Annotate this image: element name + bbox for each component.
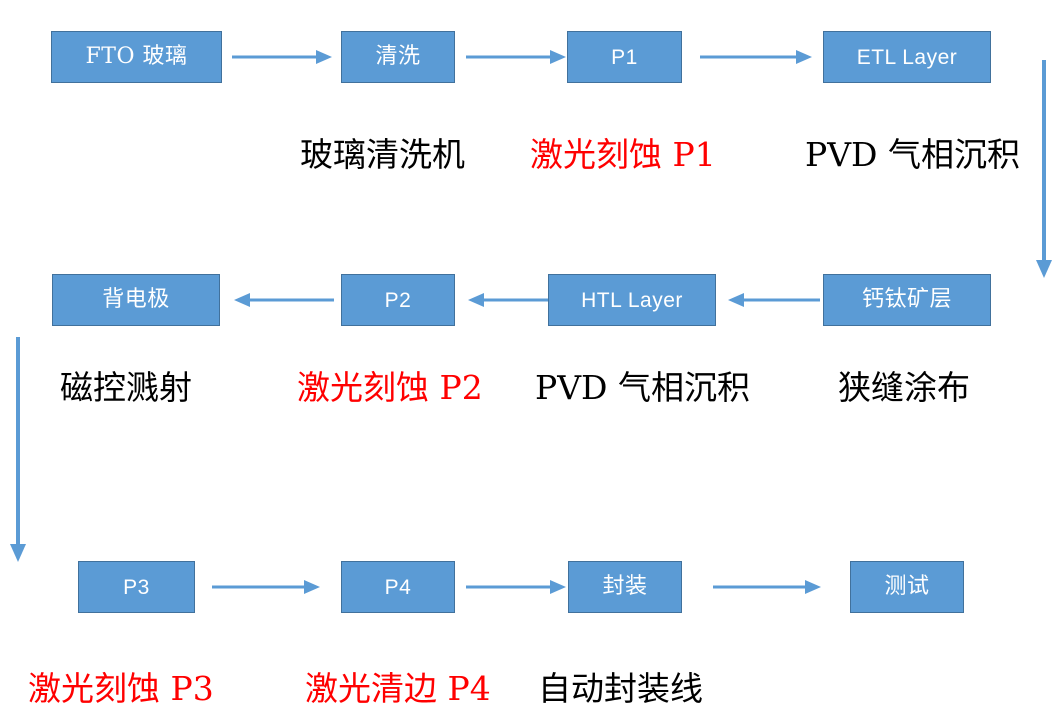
node-label: 测试 [884, 574, 930, 599]
caption-pvd-deposition-1: PVD 气相沉积 [805, 138, 1020, 171]
arrow-right-icon [232, 50, 332, 64]
node-label: 清洗 [375, 44, 421, 69]
process-node-perovskite-layer[interactable]: 钙钛矿层 [823, 274, 991, 326]
process-node-back-electrode[interactable]: 背电极 [52, 274, 220, 326]
arrow-right-icon [212, 580, 320, 594]
node-label: 钙钛矿层 [861, 287, 952, 312]
process-node-p4[interactable]: P4 [341, 561, 455, 613]
arrow-htl-to-p2 [462, 291, 548, 309]
process-node-p2[interactable]: P2 [341, 274, 455, 326]
node-label: P2 [384, 288, 412, 312]
arrow-p1-to-etl [700, 48, 812, 66]
connector-row2-to-row3 [8, 337, 28, 562]
caption-automatic-packaging-line: 自动封装线 [538, 672, 703, 705]
arrow-p3-to-p4 [212, 578, 320, 596]
node-label: P4 [384, 575, 412, 599]
arrow-clean-to-p1 [466, 48, 566, 66]
arrow-right-icon [466, 50, 566, 64]
caption-text: PVD 气相沉积 [805, 135, 1020, 174]
caption-text: 激光清边 P4 [305, 669, 491, 708]
process-node-clean[interactable]: 清洗 [341, 31, 455, 83]
arrow-fto-to-clean [232, 48, 332, 66]
caption-text: 激光刻蚀 P1 [530, 135, 716, 174]
caption-text: 激光刻蚀 P3 [28, 669, 214, 708]
arrow-right-icon [700, 50, 812, 64]
node-label: P3 [123, 575, 150, 599]
process-node-encapsulation[interactable]: 封装 [568, 561, 682, 613]
arrow-down-icon [1036, 60, 1052, 278]
caption-text: PVD 气相沉积 [535, 368, 750, 407]
arrow-right-icon [713, 580, 821, 594]
caption-text: 玻璃清洗机 [300, 135, 465, 174]
process-node-p1[interactable]: P1 [567, 31, 682, 83]
node-label: HTL Layer [581, 288, 683, 312]
arrow-perovskite-to-htl [722, 291, 820, 309]
process-node-htl-layer[interactable]: HTL Layer [548, 274, 716, 326]
node-label: ETL Layer [856, 45, 958, 69]
caption-laser-edge-cleaning-p4: 激光清边 P4 [305, 672, 491, 705]
caption-magnetron-sputtering: 磁控溅射 [60, 371, 192, 404]
node-label: FTO 玻璃 [85, 44, 188, 69]
arrow-encapsulation-to-test [713, 578, 821, 596]
arrow-down-icon [10, 337, 26, 562]
caption-text: 激光刻蚀 P2 [297, 368, 483, 407]
process-node-p3[interactable]: P3 [78, 561, 195, 613]
caption-pvd-deposition-2: PVD 气相沉积 [535, 371, 750, 404]
caption-laser-scribe-p2: 激光刻蚀 P2 [297, 371, 483, 404]
caption-glass-cleaner: 玻璃清洗机 [300, 138, 465, 171]
process-node-fto-glass[interactable]: FTO 玻璃 [51, 31, 222, 83]
arrow-right-icon [466, 580, 566, 594]
caption-laser-scribe-p3: 激光刻蚀 P3 [28, 672, 214, 705]
arrow-p2-to-back-electrode [228, 291, 334, 309]
arrow-left-icon [234, 293, 334, 307]
caption-slot-die-coating: 狭缝涂布 [838, 371, 970, 404]
process-node-test[interactable]: 测试 [850, 561, 964, 613]
arrow-left-icon [468, 293, 548, 307]
process-node-etl-layer[interactable]: ETL Layer [823, 31, 991, 83]
caption-text: 狭缝涂布 [838, 368, 970, 407]
caption-laser-scribe-p1: 激光刻蚀 P1 [530, 138, 716, 171]
arrow-left-icon [728, 293, 820, 307]
caption-text: 自动封装线 [538, 669, 703, 708]
node-label: P1 [611, 45, 638, 69]
node-label: 背电极 [102, 287, 170, 312]
node-label: 封装 [602, 574, 648, 599]
arrow-p4-to-encapsulation [466, 578, 566, 596]
caption-text: 磁控溅射 [60, 368, 192, 407]
connector-row1-to-row2 [1034, 60, 1054, 278]
